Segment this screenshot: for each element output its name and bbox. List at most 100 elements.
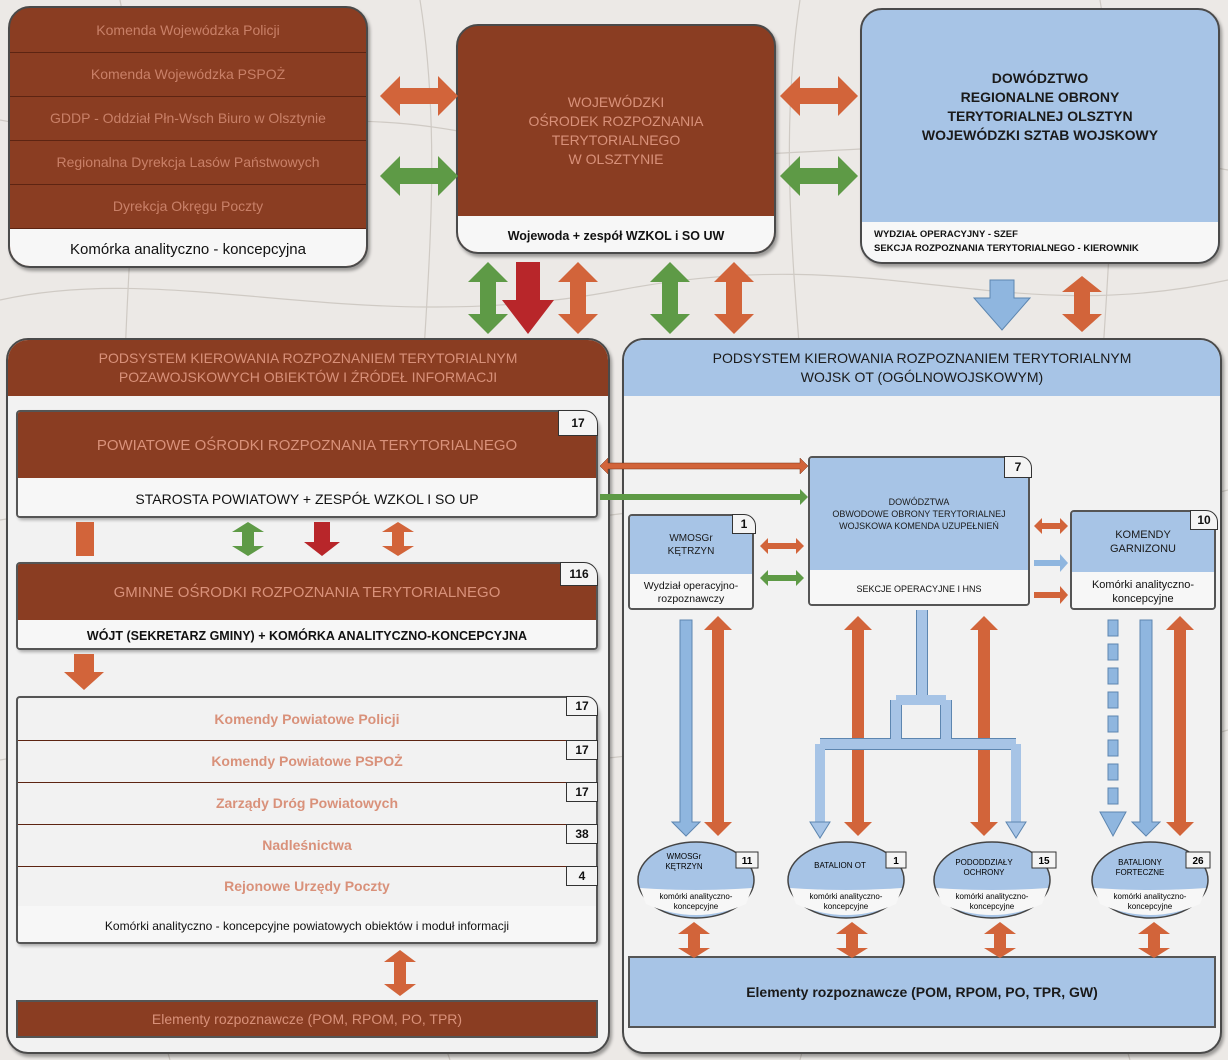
municipal-centers-count: 116: [560, 562, 598, 586]
double-arrow-icon: [1034, 518, 1068, 534]
right-arrow-icon: [1034, 586, 1068, 604]
garrison-count: 10: [1190, 510, 1218, 530]
double-arrow-icon: [970, 616, 998, 836]
county-analytic-cells: Komórki analityczno - koncepcyjne powiat…: [18, 906, 596, 942]
oval-count: 1: [893, 856, 899, 867]
county-unit-row: Nadleśnictwa: [18, 824, 596, 867]
down-arrow-icon: [1130, 619, 1162, 837]
voivode-team-label: Wojewoda + zespół WZKOL i SO UW: [458, 216, 774, 252]
oval-title: BATALION OT: [814, 861, 866, 870]
regional-command-title: DOWÓDZTWO REGIONALNE OBRONY TERYTORIALNE…: [921, 70, 1159, 143]
institution-row: Komenda Wojewódzka Policji: [10, 8, 366, 53]
garrison-analytic-cells: Komórki analityczno- koncepcyjne: [1072, 572, 1214, 608]
double-arrow-icon: [844, 616, 872, 836]
down-arrow-icon: [670, 619, 702, 837]
starosta-label: STAROSTA POWIATOWY + ZESPÓŁ WZKOL I SO U…: [18, 478, 596, 516]
double-arrow-icon: [780, 76, 858, 116]
double-arrow-icon: [468, 262, 508, 334]
county-unit-row: Zarządy Dróg Powiatowych: [18, 782, 596, 825]
double-arrow-icon: [1138, 922, 1170, 958]
down-arrow-icon: [502, 262, 554, 334]
unit-oval: BATALIONY FORTECZNE komórki analityczno-…: [1091, 841, 1211, 919]
oval-footer: koncepcyjne: [824, 902, 869, 911]
unit-oval: WMOSGr KĘTRZYN komórki analityczno- konc…: [637, 841, 759, 919]
down-arrow-icon: [304, 522, 340, 556]
county-unit-count: 4: [566, 866, 598, 886]
double-arrow-icon: [232, 522, 264, 556]
municipal-centers-box: GMINNE OŚRODKI ROZPOZNANIA TERYTORIALNEG…: [16, 562, 598, 650]
double-arrow-icon: [380, 76, 458, 116]
regional-command-box: DOWÓDZTWO REGIONALNE OBRONY TERYTORIALNE…: [860, 8, 1220, 264]
oval-count: 11: [742, 856, 753, 867]
county-unit-row: Komendy Powiatowe Policji: [18, 698, 596, 741]
county-units-box: Komendy Powiatowe Policji Komendy Powiat…: [16, 696, 598, 944]
county-centers-count: 17: [558, 410, 598, 436]
down-arrow-icon: [809, 821, 831, 839]
double-arrow-icon: [704, 616, 732, 836]
double-arrow-icon: [714, 262, 754, 334]
wmosgr-title: WMOSGr KĘTRZYN: [630, 516, 752, 574]
military-recon-elements: Elementy rozpoznawcze (POM, RPOM, PO, TP…: [628, 956, 1216, 1028]
operations-department-label: WYDZIAŁ OPERACYJNY - SZEF SEKCJA ROZPOZN…: [862, 222, 1218, 262]
unit-oval: BATALION OT komórki analityczno- koncepc…: [787, 841, 907, 919]
municipal-centers-title: GMINNE OŚRODKI ROZPOZNANIA TERYTORIALNEG…: [18, 564, 596, 620]
double-arrow-icon: [1062, 276, 1102, 332]
county-unit-count: 17: [566, 782, 598, 802]
civil-subsystem-title: PODSYSTEM KIEROWANIA ROZPOZNANIEM TERYTO…: [8, 340, 608, 396]
double-arrow-icon: [599, 457, 809, 475]
county-centers-box: POWIATOWE OŚRODKI ROZPOZNANIA TERYTORIAL…: [16, 410, 598, 518]
oval-title: BATALIONY: [1118, 858, 1162, 867]
institution-row: Komenda Wojewódzka PSPOŻ: [10, 52, 366, 97]
double-arrow-icon: [984, 922, 1016, 958]
wojt-label: WÓJT (SEKRETARZ GMINY) + KOMÓRKA ANALITY…: [18, 620, 596, 648]
civil-recon-elements: Elementy rozpoznawcze (POM, RPOM, PO, TP…: [16, 1000, 598, 1038]
regional-institutions-box: Komenda Wojewódzka Policji Komenda Wojew…: [8, 6, 368, 268]
double-arrow-icon: [1166, 616, 1194, 836]
oval-footer: koncepcyjne: [1128, 902, 1173, 911]
down-arrow-icon: [1005, 821, 1027, 839]
double-arrow-icon: [384, 950, 416, 996]
double-arrow-icon: [760, 570, 804, 586]
institution-row: Regionalna Dyrekcja Lasów Państwowych: [10, 140, 366, 185]
oval-footer: komórki analityczno-: [956, 892, 1029, 901]
wmosgr-count: 1: [732, 514, 756, 534]
military-subsystem-title: PODSYSTEM KIEROWANIA ROZPOZNANIEM TERYTO…: [624, 340, 1220, 396]
oval-title: OCHRONY: [964, 868, 1006, 877]
county-unit-count: 17: [566, 740, 598, 760]
garrison-box: KOMENDY GARNIZONU Komórki analityczno- k…: [1070, 510, 1216, 610]
right-arrow-icon: [600, 489, 808, 505]
oval-footer: koncepcyjne: [970, 902, 1015, 911]
oval-count: 15: [1038, 856, 1050, 867]
double-arrow-icon: [836, 922, 868, 958]
institution-row: GDDP - Oddział Płn-Wsch Biuro w Olsztyni…: [10, 96, 366, 141]
county-unit-count: 17: [566, 696, 598, 716]
voivodeship-center-title: WOJEWÓDZKI OŚRODEK ROZPOZNANIA TERYTORIA…: [528, 94, 704, 167]
institution-row: Dyrekcja Okręgu Poczty: [10, 184, 366, 229]
double-arrow-icon: [380, 156, 458, 196]
county-unit-count: 38: [566, 824, 598, 844]
connector-bar: [76, 522, 94, 556]
oval-title: WMOSGr: [667, 852, 702, 861]
county-unit-row: Komendy Powiatowe PSPOŻ: [18, 740, 596, 783]
right-arrow-icon: [1034, 554, 1068, 572]
oval-count: 26: [1192, 856, 1204, 867]
operations-sections: SEKCJE OPERACYJNE I HNS: [810, 570, 1028, 604]
oval-title: PODODDZIAŁY: [955, 858, 1013, 867]
regional-analytic-cell: Komórka analityczno - koncepcyjna: [10, 229, 366, 266]
double-arrow-icon: [558, 262, 598, 334]
double-arrow-icon: [780, 156, 858, 196]
county-centers-title: POWIATOWE OŚRODKI ROZPOZNANIA TERYTORIAL…: [18, 412, 596, 478]
oval-title: FORTECZNE: [1116, 868, 1165, 877]
down-arrow-icon: [972, 279, 1032, 331]
district-command-box: DOWÓDZTWA OBWODOWE OBRONY TERYTORIALNEJ …: [808, 456, 1030, 606]
district-command-count: 7: [1004, 456, 1032, 478]
oval-footer: komórki analityczno-: [810, 892, 883, 901]
oval-footer: komórki analityczno-: [1114, 892, 1187, 901]
double-arrow-icon: [382, 522, 414, 556]
oval-title: KĘTRZYN: [665, 862, 703, 871]
down-arrow-icon: [64, 654, 104, 690]
double-arrow-icon: [650, 262, 690, 334]
oval-footer: koncepcyjne: [674, 902, 719, 911]
unit-oval: PODODDZIAŁY OCHRONY komórki analityczno-…: [933, 841, 1057, 919]
